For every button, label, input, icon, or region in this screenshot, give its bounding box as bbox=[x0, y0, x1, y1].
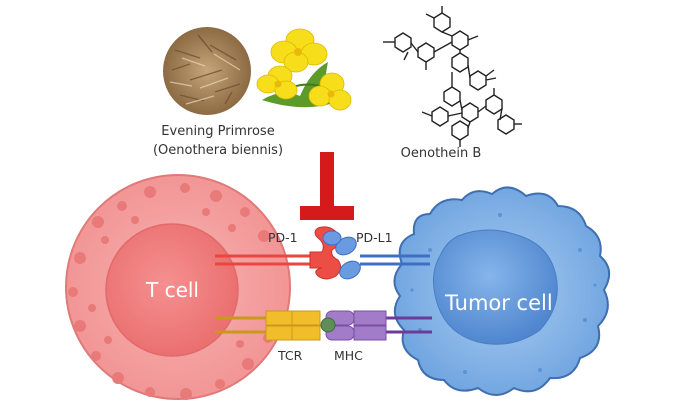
antigen-peptide bbox=[320, 317, 336, 333]
mhc-label: MHC bbox=[334, 348, 363, 363]
oenothein-b-structure bbox=[383, 6, 522, 147]
plant-name: Evening Primrose (Oenothera biennis) bbox=[148, 122, 288, 160]
tumor-cell bbox=[393, 186, 611, 396]
tumor-cell-label: Tumor cell bbox=[445, 291, 553, 315]
pdl1-label: PD-L1 bbox=[356, 230, 393, 245]
pdl1-ligand bbox=[322, 230, 430, 280]
t-cell-label: T cell bbox=[146, 278, 199, 302]
plant-name-line2: (Oenothera biennis) bbox=[152, 143, 284, 158]
t-cell bbox=[65, 174, 291, 400]
pd1-label: PD-1 bbox=[268, 230, 298, 245]
mhc-complex bbox=[320, 310, 432, 341]
tcr-receptor bbox=[215, 310, 321, 341]
plant-name-line1: Evening Primrose bbox=[161, 124, 275, 139]
tcr-label: TCR bbox=[278, 348, 303, 363]
evening-primrose-flower-image bbox=[256, 28, 352, 111]
compound-name: Oenothein B bbox=[400, 146, 482, 161]
inhibition-symbol bbox=[300, 152, 354, 220]
dried-herb-image bbox=[163, 27, 251, 115]
